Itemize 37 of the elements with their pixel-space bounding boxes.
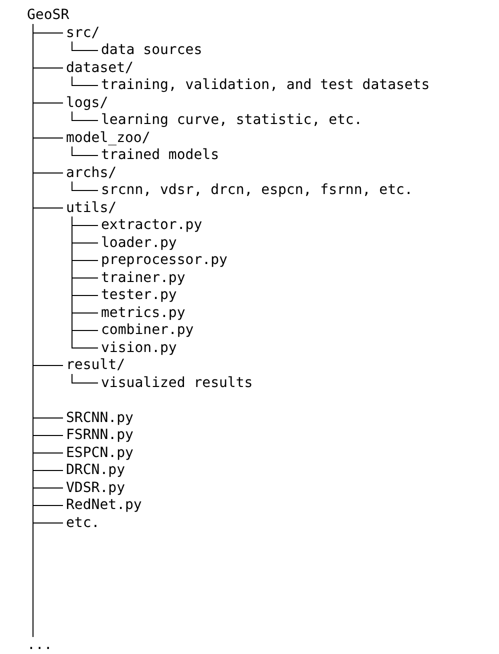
- tree-connector: [72, 146, 98, 156]
- folder-description: trained models: [101, 147, 220, 164]
- tree-connector: [72, 41, 98, 51]
- folder-name: utils/: [66, 200, 117, 216]
- ellipsis-text: ...: [27, 637, 52, 654]
- tree-connector: [32, 24, 34, 638]
- file-name: SRCNN.py: [66, 410, 134, 426]
- file-name: VDSR.py: [66, 480, 126, 496]
- file-name: DRCN.py: [66, 462, 126, 479]
- project-name: GeoSR: [27, 7, 70, 24]
- file-name: ESPCN.py: [66, 444, 134, 462]
- file-name: vision.py: [101, 340, 177, 356]
- file-name: loader.py: [101, 234, 177, 252]
- file-name: combiner.py: [101, 322, 194, 339]
- ellipsis-text: etc.: [66, 514, 100, 532]
- folder-name: result/: [66, 357, 126, 374]
- file-name: trainer.py: [101, 270, 186, 286]
- folder-name: src/: [66, 24, 100, 42]
- file-name: tester.py: [101, 287, 177, 304]
- tree-connector: [72, 76, 98, 86]
- file-name: FSRNN.py: [66, 427, 134, 444]
- file-name: preprocessor.py: [101, 252, 228, 269]
- file-name: RedNet.py: [66, 497, 142, 514]
- folder-description: srcnn, vdsr, drcn, espcn, fsrnn, etc.: [101, 182, 413, 199]
- folder-name: dataset/: [66, 60, 134, 76]
- folder-description: training, validation, and test datasets: [101, 77, 430, 94]
- tree-connector: [72, 374, 98, 384]
- file-name: metrics.py: [101, 304, 186, 322]
- folder-name: logs/: [66, 94, 108, 112]
- tree-connector: [72, 181, 98, 191]
- folder-name: model_zoo/: [66, 130, 150, 146]
- folder-name: archs/: [66, 164, 117, 182]
- folder-description: learning curve, statistic, etc.: [101, 112, 362, 129]
- folder-description: data sources: [101, 42, 202, 59]
- tree-connector: [72, 111, 98, 121]
- file-name: extractor.py: [101, 217, 202, 234]
- folder-description: visualized results: [101, 374, 253, 392]
